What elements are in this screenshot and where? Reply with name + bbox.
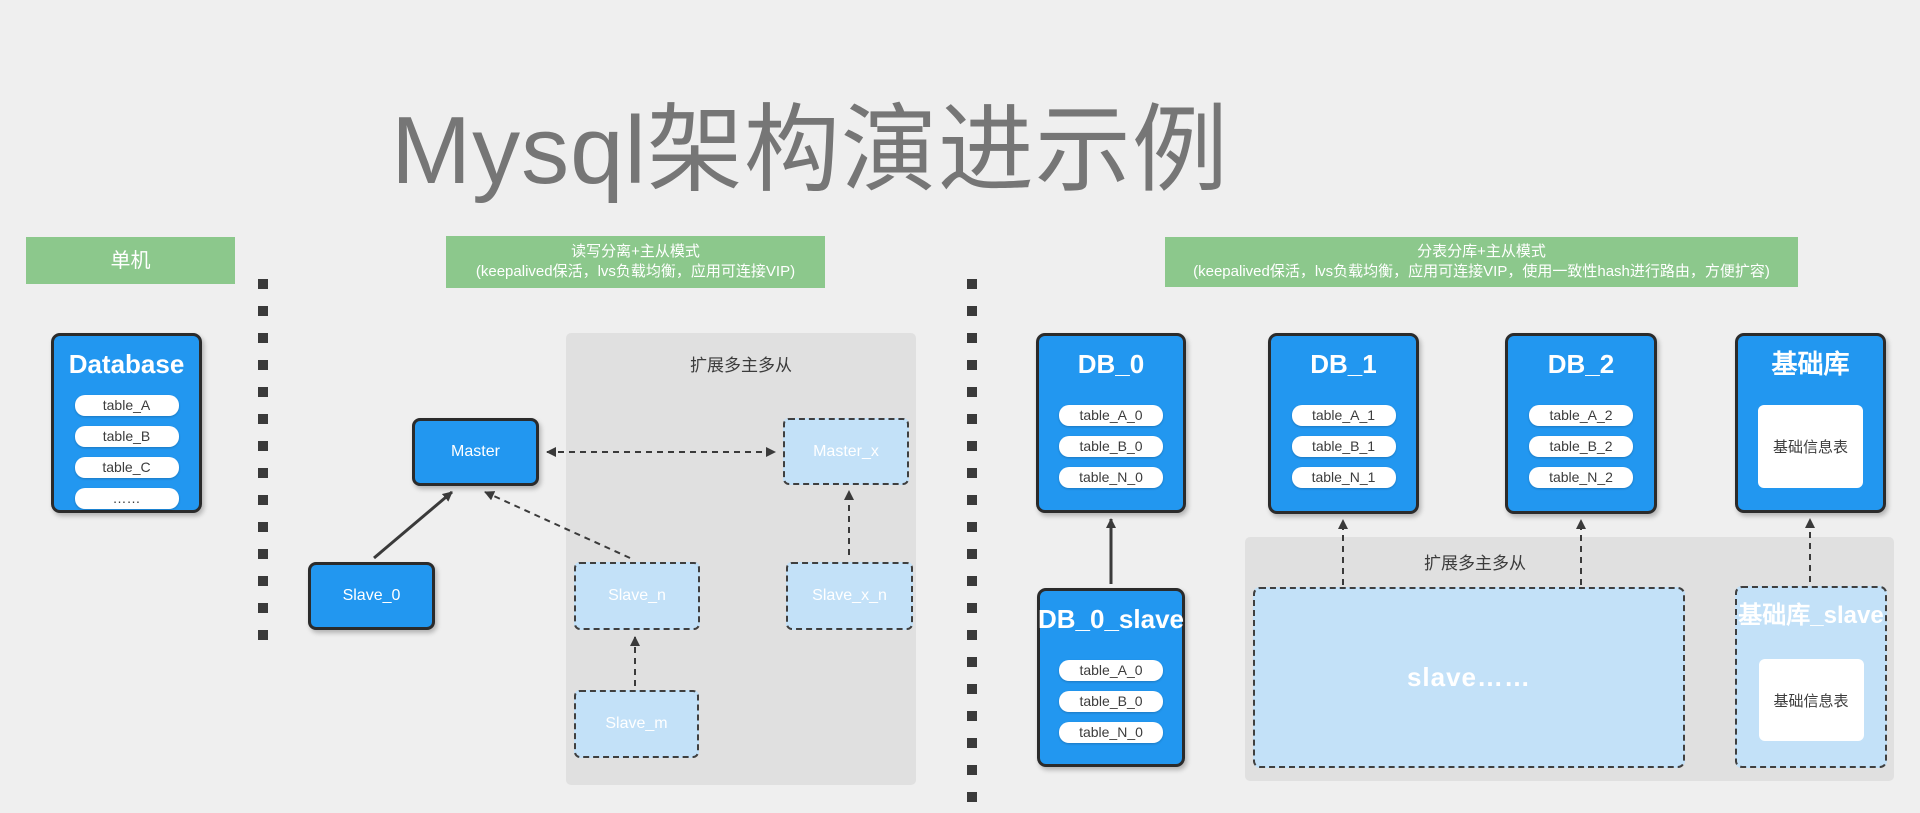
table-pill: table_B_2 — [1529, 436, 1633, 457]
slave-more-box: slave…… — [1253, 587, 1685, 768]
node-slave-0-label: Slave_0 — [342, 587, 401, 604]
database-box-title: Database — [68, 349, 185, 379]
db-0-title: DB_0 — [1077, 349, 1145, 379]
table-pill: table_B_0 — [1059, 691, 1163, 712]
db-0-slave-box: DB_0_slave table_A_0 table_B_0 table_N_0 — [1037, 588, 1185, 767]
table-pill: table_N_1 — [1291, 467, 1396, 488]
slave-more-label: slave…… — [1406, 662, 1532, 692]
base-slave-title: 基础库_slave — [1738, 602, 1884, 629]
table-pill: table_A_0 — [1059, 660, 1163, 681]
arrow-slave0-master — [373, 490, 453, 560]
table-pill: table_A_1 — [1291, 405, 1396, 426]
node-slave-m-label: Slave_m — [605, 715, 668, 732]
base-slave-box: 基础库_slave 基础信息表 — [1735, 586, 1887, 768]
section-header-standalone-label: 单机 — [110, 249, 151, 272]
db-2-title: DB_2 — [1547, 349, 1615, 379]
db-1-title: DB_1 — [1310, 349, 1377, 379]
node-master-label: Master — [451, 443, 500, 460]
table-pill: table_N_0 — [1059, 467, 1163, 488]
section-header-standalone: 单机 — [26, 237, 235, 284]
table-pill: table_N_2 — [1529, 467, 1633, 488]
table-pill: …… — [74, 488, 179, 509]
node-slave-x-n: Slave_x_n — [786, 562, 913, 630]
expansion-panel-middle-label: 扩展多主多从 — [690, 356, 792, 375]
table-pill: table_A_0 — [1059, 405, 1163, 426]
node-slave-n: Slave_n — [574, 562, 700, 630]
db-0-box: DB_0 table_A_0 table_B_0 table_N_0 — [1036, 333, 1186, 513]
section3-header-line1: 分表分库+主从模式 — [1417, 243, 1546, 260]
table-pill: table_B_1 — [1291, 436, 1396, 457]
node-master-x: Master_x — [783, 418, 909, 485]
node-slave-m: Slave_m — [574, 690, 699, 758]
table-pill: table_B — [74, 426, 179, 447]
base-slave-info-table: 基础信息表 — [1758, 659, 1864, 741]
db-0-slave-title: DB_0_slave — [1038, 604, 1184, 634]
section-divider-1 — [258, 279, 268, 653]
table-pill: table_A — [74, 395, 179, 416]
table-pill: table_A_2 — [1529, 405, 1633, 426]
table-pill: table_N_0 — [1059, 722, 1163, 743]
section2-header-line1: 读写分离+主从模式 — [571, 243, 700, 260]
section3-header-line2: (keepalived保活，lvs负载均衡，应用可连接VIP，使用一致性hash… — [1193, 263, 1770, 280]
section2-header-line2: (keepalived保活，lvs负载均衡，应用可连接VIP) — [475, 263, 796, 280]
database-box: Database table_A table_B table_C …… — [51, 333, 202, 513]
page-title: Mysql架构演进示例 — [391, 97, 1229, 205]
section-divider-2 — [967, 279, 977, 803]
section-header-sharding: 分表分库+主从模式 (keepalived保活，lvs负载均衡，应用可连接VIP… — [1165, 237, 1798, 287]
db-2-box: DB_2 table_A_2 table_B_2 table_N_2 — [1505, 333, 1657, 514]
node-slave-n-label: Slave_n — [608, 587, 666, 604]
node-slave-0: Slave_0 — [308, 562, 435, 630]
node-slave-x-n-label: Slave_x_n — [812, 587, 887, 604]
node-master-x-label: Master_x — [813, 442, 879, 460]
base-db-title: 基础库 — [1771, 349, 1850, 379]
base-db-box: 基础库 基础信息表 — [1735, 333, 1886, 513]
node-master: Master — [412, 418, 539, 486]
base-info-table: 基础信息表 — [1758, 405, 1863, 488]
table-pill: table_C — [74, 457, 179, 478]
table-pill: table_B_0 — [1059, 436, 1163, 457]
expansion-panel-right-label: 扩展多主多从 — [1424, 554, 1526, 573]
db-1-box: DB_1 table_A_1 table_B_1 table_N_1 — [1268, 333, 1419, 514]
section-header-read-write-separation: 读写分离+主从模式 (keepalived保活，lvs负载均衡，应用可连接VIP… — [446, 236, 825, 288]
